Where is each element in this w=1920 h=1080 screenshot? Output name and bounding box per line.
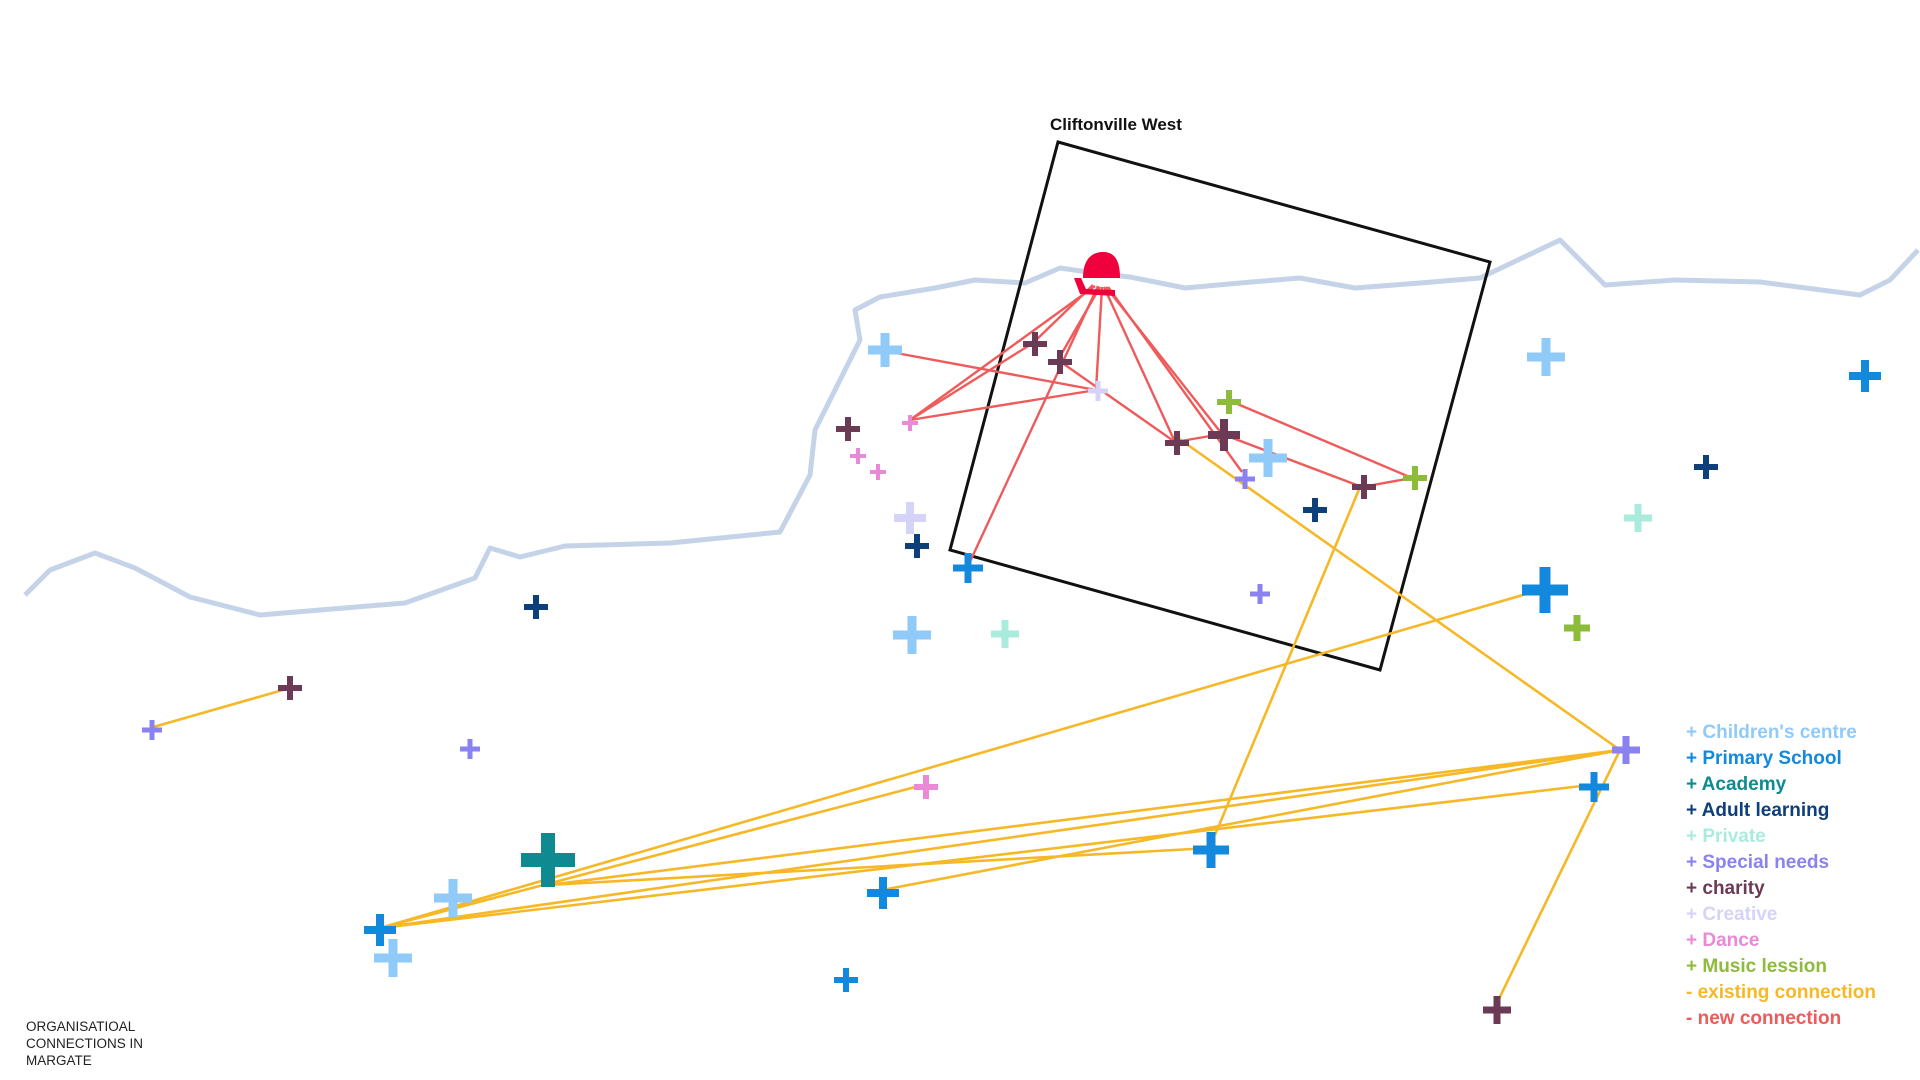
legend-music-lesson: + Music lession	[1686, 956, 1827, 977]
marker-academy[interactable]	[521, 833, 575, 887]
new-connections	[879, 284, 1413, 567]
marker-childrens-centre[interactable]	[893, 616, 931, 654]
marker-special-needs[interactable]	[1235, 469, 1255, 489]
marker-primary-school[interactable]	[953, 553, 983, 583]
marker-special-needs[interactable]	[1250, 584, 1270, 604]
marker-special-needs[interactable]	[460, 739, 480, 759]
marker-creative[interactable]	[1088, 381, 1108, 401]
new-connection	[909, 285, 1096, 421]
legend-academy: + Academy	[1686, 774, 1787, 795]
new-connection	[1221, 432, 1363, 489]
caption-line: MARGATE	[26, 1053, 92, 1068]
legend-childrens-centre: + Children's centre	[1686, 722, 1857, 743]
map-caption: ORGANISATIOAL CONNECTIONS IN MARGATE	[26, 1018, 186, 1069]
marker-primary-school[interactable]	[1522, 567, 1568, 613]
marker-dance[interactable]	[850, 448, 866, 464]
marker-dance[interactable]	[902, 415, 918, 431]
marker-creative[interactable]	[894, 502, 926, 534]
legend-dance: + Dance	[1686, 930, 1760, 951]
existing-connection	[881, 748, 1621, 892]
area-label: Cliftonville West	[1050, 115, 1182, 134]
existing-connections	[149, 436, 1622, 1008]
marker-special-needs[interactable]	[142, 720, 162, 740]
marker-primary-school[interactable]	[834, 968, 858, 992]
marker-childrens-centre[interactable]	[1249, 439, 1287, 477]
marker-charity[interactable]	[1483, 996, 1511, 1024]
existing-connection	[149, 686, 291, 730]
new-connection	[909, 388, 1097, 422]
legend-charity: + charity	[1686, 878, 1765, 899]
organisation-markers	[142, 332, 1881, 1024]
marker-music-lesson[interactable]	[1403, 466, 1427, 490]
existing-connection	[1493, 749, 1622, 1008]
new-connection	[966, 285, 1100, 567]
marker-childrens-centre[interactable]	[374, 939, 412, 977]
legend-new-connection: - new connection	[1686, 1008, 1842, 1029]
marker-charity[interactable]	[1352, 475, 1376, 499]
cliftonville-west-boundary	[948, 140, 1492, 672]
marker-private[interactable]	[991, 620, 1019, 648]
legend-creative: + Creative	[1686, 904, 1778, 925]
marker-adult-learning[interactable]	[905, 534, 929, 558]
marker-charity[interactable]	[1023, 332, 1047, 356]
coastline	[23, 237, 1920, 618]
marker-charity[interactable]	[1165, 431, 1189, 455]
marker-adult-learning[interactable]	[524, 595, 548, 619]
existing-connection	[379, 783, 924, 930]
new-connection	[1102, 286, 1177, 443]
bell-icon[interactable]	[1074, 252, 1120, 296]
existing-connection	[547, 748, 1621, 887]
existing-connection	[379, 783, 1591, 930]
existing-connection	[1213, 486, 1362, 836]
new-connection	[1056, 286, 1102, 361]
existing-connection	[1177, 436, 1621, 752]
marker-childrens-centre[interactable]	[1527, 338, 1565, 376]
marker-adult-learning[interactable]	[1694, 455, 1718, 479]
legend-primary-school: + Primary School	[1686, 748, 1842, 769]
legend-special-needs: + Special needs	[1686, 852, 1830, 873]
new-connection	[909, 341, 1034, 422]
legend-private: + Private	[1686, 826, 1766, 847]
marker-music-lesson[interactable]	[1217, 390, 1241, 414]
marker-charity[interactable]	[1048, 350, 1072, 374]
marker-childrens-centre[interactable]	[434, 879, 472, 917]
marker-charity[interactable]	[278, 676, 302, 700]
bell-dome	[1083, 252, 1120, 278]
new-connection	[1057, 359, 1176, 443]
legend: + Children's centre + Primary School + A…	[1686, 720, 1876, 1032]
marker-primary-school[interactable]	[1193, 832, 1229, 868]
bell-handle	[1074, 278, 1115, 296]
legend-existing-connection: - existing connection	[1686, 982, 1877, 1003]
legend-adult-learning: + Adult learning	[1686, 800, 1830, 821]
caption-line: CONNECTIONS IN	[26, 1036, 144, 1051]
marker-private[interactable]	[1624, 504, 1652, 532]
marker-primary-school[interactable]	[1579, 772, 1609, 802]
marker-dance[interactable]	[870, 464, 886, 480]
existing-connection	[379, 748, 1621, 930]
new-connection	[1094, 286, 1104, 391]
existing-connection	[379, 588, 1541, 930]
marker-dance[interactable]	[914, 775, 938, 799]
marker-primary-school[interactable]	[364, 914, 396, 946]
marker-primary-school[interactable]	[867, 877, 899, 909]
marker-childrens-centre[interactable]	[868, 333, 902, 367]
marker-special-needs[interactable]	[1612, 736, 1640, 764]
marker-music-lesson[interactable]	[1564, 615, 1590, 641]
marker-charity[interactable]	[1208, 419, 1240, 451]
new-connection	[1227, 398, 1413, 480]
marker-adult-learning[interactable]	[1303, 498, 1327, 522]
marker-charity[interactable]	[836, 417, 860, 441]
new-connection	[1107, 286, 1243, 473]
caption-line: ORGANISATIOAL	[26, 1019, 136, 1034]
existing-connection	[547, 846, 1211, 887]
marker-primary-school[interactable]	[1849, 360, 1881, 392]
